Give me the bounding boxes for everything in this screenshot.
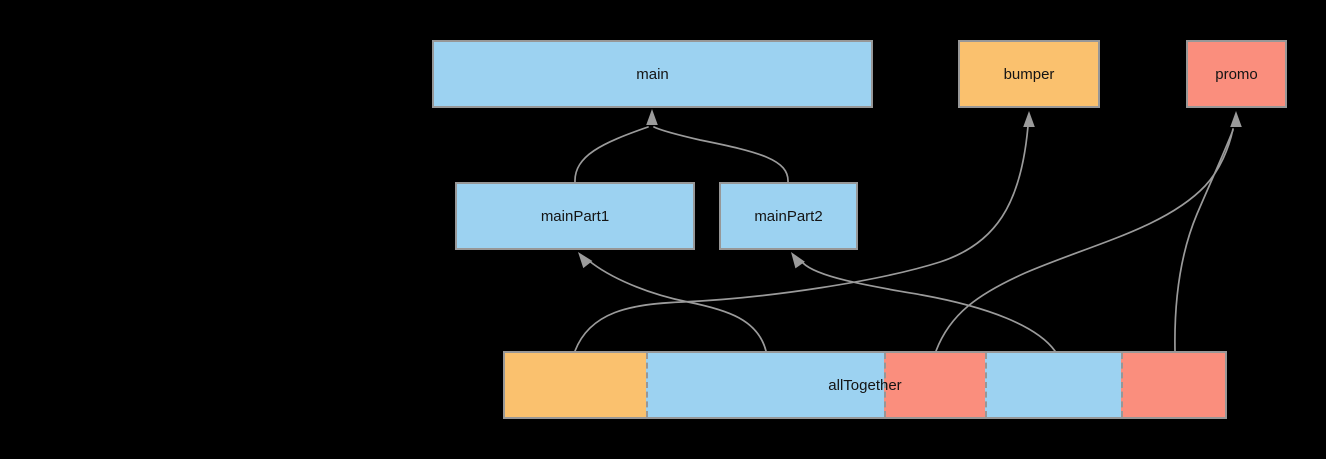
- node-main-label: main: [636, 65, 669, 83]
- timeline-segment-promo-2: [1120, 353, 1225, 417]
- edge-mainpart1-to-main: [574, 126, 649, 183]
- node-promo-label: promo: [1215, 65, 1258, 83]
- arrowhead-promo: [1230, 111, 1242, 127]
- timeline-alltogether: allTogether: [503, 351, 1227, 419]
- edge-segment-to-promo-1: [935, 128, 1234, 352]
- timeline-segment-promo-1: [883, 353, 985, 417]
- node-mainpart2: mainPart2: [719, 182, 858, 250]
- arrowhead-bumper: [1023, 111, 1035, 127]
- timeline-segment-mainpart1: [645, 353, 884, 417]
- edge-segment-to-promo-2: [1174, 129, 1234, 352]
- arrowhead-mainpart1: [578, 251, 593, 269]
- node-mainpart1-label: mainPart1: [540, 207, 610, 225]
- node-bumper: bumper: [958, 40, 1100, 108]
- timeline-segment-bumper: [505, 353, 646, 417]
- arrowhead-mainpart2: [791, 252, 805, 269]
- edge-segment-to-mainpart2: [802, 262, 1056, 352]
- node-mainpart1: mainPart1: [455, 182, 695, 250]
- node-bumper-label: bumper: [1003, 65, 1055, 83]
- arrowhead-main: [646, 109, 658, 125]
- node-promo: promo: [1186, 40, 1287, 108]
- timeline-segment-mainpart2: [984, 353, 1121, 417]
- node-main: main: [432, 40, 873, 108]
- edge-mainpart2-to-main: [653, 126, 789, 183]
- node-mainpart2-label: mainPart2: [754, 207, 823, 225]
- edge-segment-to-mainpart1: [587, 259, 767, 352]
